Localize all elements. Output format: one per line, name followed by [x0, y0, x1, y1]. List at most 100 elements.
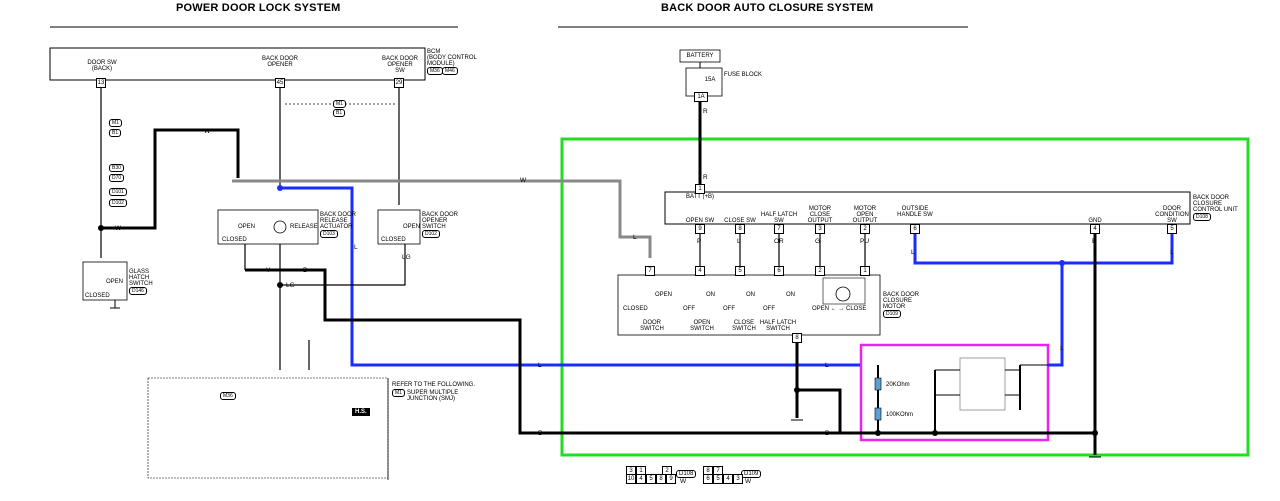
release-label: RELEASE [290, 224, 318, 230]
unit-pin-6: 6 [910, 224, 920, 234]
wire-b-2: B [538, 430, 543, 437]
unit-pin-9: 9 [695, 224, 705, 234]
refer-hs-icon: H.S. [352, 408, 370, 416]
actuator-label-2: RELEASE [320, 218, 348, 224]
glass-hatch-code: D146 [129, 287, 147, 295]
resistor-20k-label: 20KOhm [886, 382, 910, 388]
c1-pin: 8 [656, 474, 666, 484]
junction-b1-mid: B1 [333, 109, 346, 117]
power-door-lock-title: POWER DOOR LOCK SYSTEM [176, 2, 341, 14]
bcm-pin-29: 29 [394, 78, 404, 88]
bcm-terminal-door-sw: DOOR SW (BACK) [87, 60, 117, 72]
c1-pin: 4 [636, 474, 646, 484]
wire-b-1: B [303, 267, 308, 274]
bcm-box [49, 47, 426, 81]
motor-on-1: ON [706, 292, 715, 298]
term-close-sw: CLOSE SW [724, 218, 756, 224]
fuse-block-label: FUSE BLOCK [724, 72, 763, 78]
c1-pin: 10 [626, 474, 636, 484]
fuse-pin: 1A [694, 92, 708, 102]
motor-title-2: CLOSURE [883, 298, 913, 304]
opener-switch-open: OPEN [403, 224, 421, 230]
junction-d101: D101 [109, 188, 127, 196]
resistor-100k [874, 407, 882, 421]
c2-pin: 3 [733, 474, 743, 484]
motor-pin-2: 2 [815, 266, 825, 276]
resistor-20k [874, 377, 882, 391]
motor-code: D109 [883, 310, 901, 318]
closure-unit-title-1: BACK DOOR [1193, 195, 1230, 201]
refer-line-2: SUPER MULTIPLE [407, 390, 459, 396]
term-outside-handle: OUTSIDE HANDLE SW [897, 206, 933, 218]
bcm-title-1: BCM [427, 49, 441, 55]
motor-pin-8: 8 [792, 333, 802, 343]
term-half-latch: HALF LATCH SW [760, 212, 798, 224]
wire-pu-unit: PU [860, 238, 870, 245]
c2-pin: 6 [703, 474, 713, 484]
wire-w-gray: W [520, 177, 527, 184]
wire-p-unit: P [697, 238, 702, 245]
opener-switch-label-1: BACK DOOR [422, 212, 459, 218]
back-door-auto-closure-title: BACK DOOR AUTO CLOSURE SYSTEM [661, 2, 874, 14]
motor-pin-4: 4 [695, 266, 705, 276]
glass-hatch-closed: CLOSED [85, 293, 110, 299]
opener-switch-label-3: SWITCH [422, 224, 446, 230]
wire-y-1: Y [266, 267, 271, 274]
wire-g-unit: G [815, 238, 821, 245]
wire-l-right: L [1060, 345, 1064, 352]
wire-l-cond: L [1170, 249, 1174, 256]
closure-unit-code: D108 [1193, 213, 1211, 221]
wire-l-2: L [538, 362, 542, 369]
bottom-connector-2-grid: 8 7 6 5 4 3 [703, 466, 743, 484]
glass-hatch-open: OPEN [106, 279, 124, 285]
switch-open: OPEN SWITCH [690, 320, 714, 332]
motor-pin-5: 5 [735, 266, 745, 276]
motor-door-closed: CLOSED [623, 306, 648, 312]
magenta-highlight-box [859, 343, 1050, 442]
term-open-sw: OPEN SW [685, 218, 715, 224]
unit-pin-7: 7 [774, 224, 784, 234]
motor-on-3: ON [786, 292, 795, 298]
wire-w-1: W [204, 128, 211, 135]
bottom-connector-2: D109 [741, 470, 762, 478]
bottom-connector-1: D108 [676, 470, 697, 478]
c2-pin: 4 [723, 474, 733, 484]
wire-r-1: R [703, 108, 708, 115]
refer-line-1: REFER TO THE FOLLOWING. [392, 382, 476, 388]
bottom-wire-w-2: W [745, 478, 752, 485]
bcm-pin-13: 13 [96, 78, 106, 88]
wire-lg-1: LG [286, 282, 295, 289]
actuator-closed: CLOSED [222, 237, 247, 243]
c1-pin: 9 [666, 474, 676, 484]
switch-door: DOOR SWITCH [640, 320, 664, 332]
refer-m36: M36 [220, 392, 236, 400]
refer-box [147, 377, 389, 479]
wire-r-2: R [703, 174, 708, 181]
wire-w-2: W [115, 225, 122, 232]
unit-pin-8: 8 [735, 224, 745, 234]
closure-unit-title-2: CLOSURE [1193, 201, 1223, 207]
term-batt: BATT (+B) [686, 194, 714, 200]
bcm-pin-45: 45 [275, 78, 285, 88]
motor-off-1: OFF [683, 306, 695, 312]
bcm-terminal-opener-sw: BACK DOOR OPENER SW [382, 56, 419, 74]
battery-label: BATTERY [686, 53, 714, 59]
term-motor-close: MOTOR CLOSE OUTPUT [807, 206, 833, 224]
release-actuator-box [217, 209, 319, 245]
wire-b-gnd: B [1092, 238, 1097, 245]
junction-b1-left: B1 [109, 129, 122, 137]
motor-title-1: BACK DOOR [883, 292, 920, 298]
unit-pin-2: 2 [860, 224, 870, 234]
green-highlight-box [560, 137, 1250, 457]
bcm-title-3: MODULE) [427, 61, 455, 67]
junction-m1-mid: M1 [333, 100, 346, 108]
motor-off-2: OFF [723, 306, 735, 312]
junction-d70: D70 [109, 174, 125, 182]
glass-hatch-label-3: SWITCH [129, 281, 153, 287]
wire-l-1: L [354, 244, 358, 251]
switch-half-latch: HALF LATCH SWITCH [759, 320, 797, 332]
junction-d102: D102 [109, 199, 127, 207]
wire-b-3: B [825, 430, 830, 437]
actuator-open: OPEN [238, 224, 256, 230]
